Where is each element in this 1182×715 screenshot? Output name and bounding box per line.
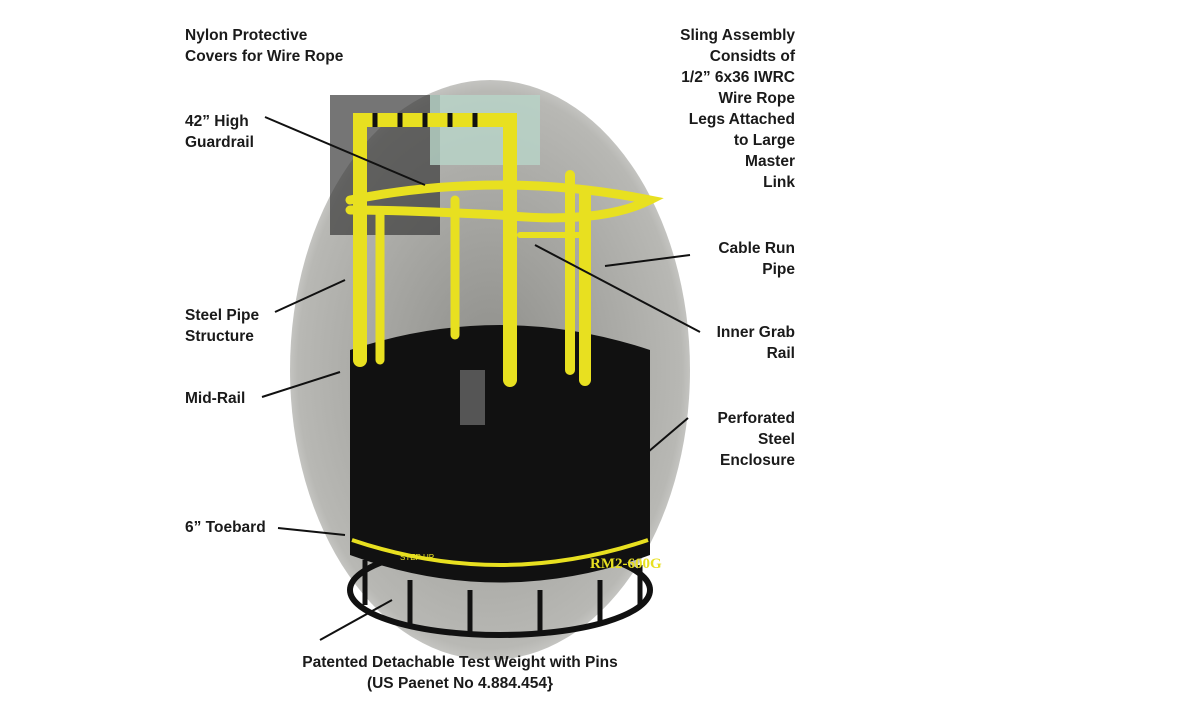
label-cable-run: Cable Run Pipe xyxy=(718,240,795,278)
label-steel-pipe: Steel Pipe Structure xyxy=(185,307,260,345)
perforation xyxy=(460,370,485,425)
perforated-enclosure xyxy=(350,325,650,583)
label-toeboard: 6” Toebard xyxy=(185,519,266,536)
hazard-stripes xyxy=(372,113,478,127)
guardrail xyxy=(345,113,664,387)
label-test-weight: Patented Detachable Test Weight with Pin… xyxy=(302,654,618,692)
label-guardrail: 42” High Guardrail xyxy=(185,113,254,151)
car xyxy=(430,95,540,165)
label-grab-rail: Inner Grab Rail xyxy=(716,324,795,362)
label-enclosure: Perforated Steel Enclosure xyxy=(717,410,795,469)
label-mid-rail: Mid-Rail xyxy=(185,390,246,407)
callout-lines xyxy=(261,116,701,641)
step-marking: STEP UP xyxy=(400,553,434,562)
model-marking: RM2-600G xyxy=(590,556,662,572)
label-nylon-covers: Nylon Protective Covers for Wire Rope xyxy=(185,27,344,65)
base-posts xyxy=(362,560,643,632)
label-sling-assembly: Sling Assembly Considts of 1/2” 6x36 IWR… xyxy=(680,27,795,191)
toeboard-stripe xyxy=(351,538,649,567)
